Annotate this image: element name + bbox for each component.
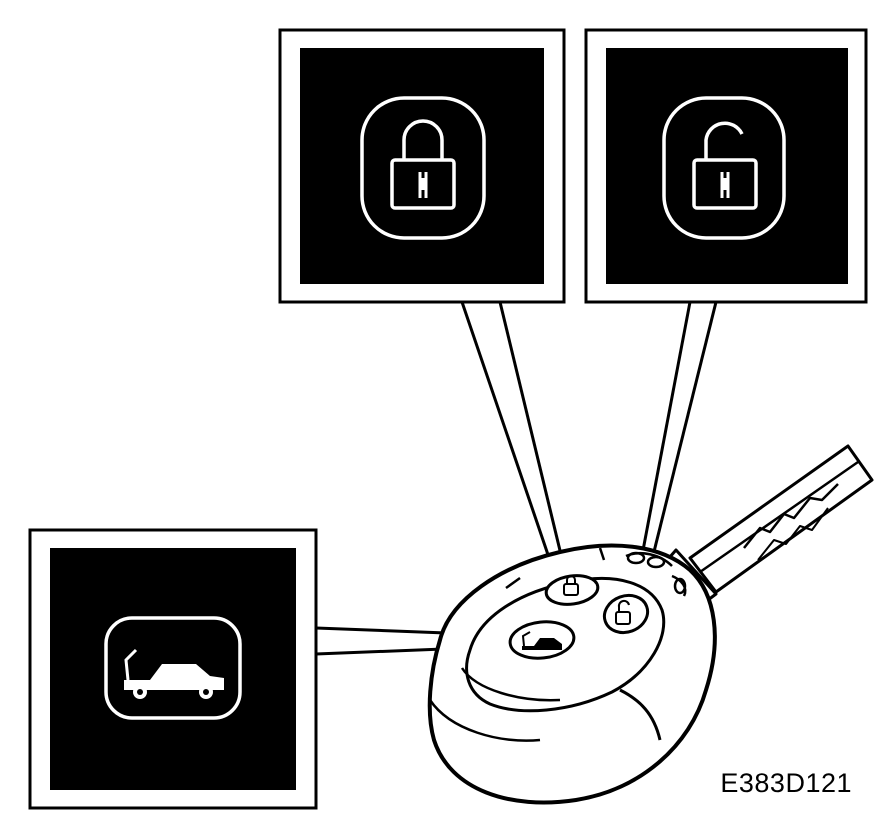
lock-callout	[278, 28, 566, 304]
unlock-callout	[584, 28, 868, 304]
padlock-closed-icon	[360, 96, 486, 240]
fob-lock-button	[544, 574, 600, 606]
padlock-open-icon	[662, 96, 786, 240]
trunk-open-car-icon	[104, 616, 242, 720]
figure-reference-code: E383D121	[720, 768, 852, 798]
key-fob	[427, 543, 717, 805]
trunk-callout	[28, 528, 318, 810]
fob-logo-mark	[625, 551, 687, 597]
fob-trunk-button	[508, 620, 576, 660]
fob-unlock-button	[602, 593, 650, 635]
